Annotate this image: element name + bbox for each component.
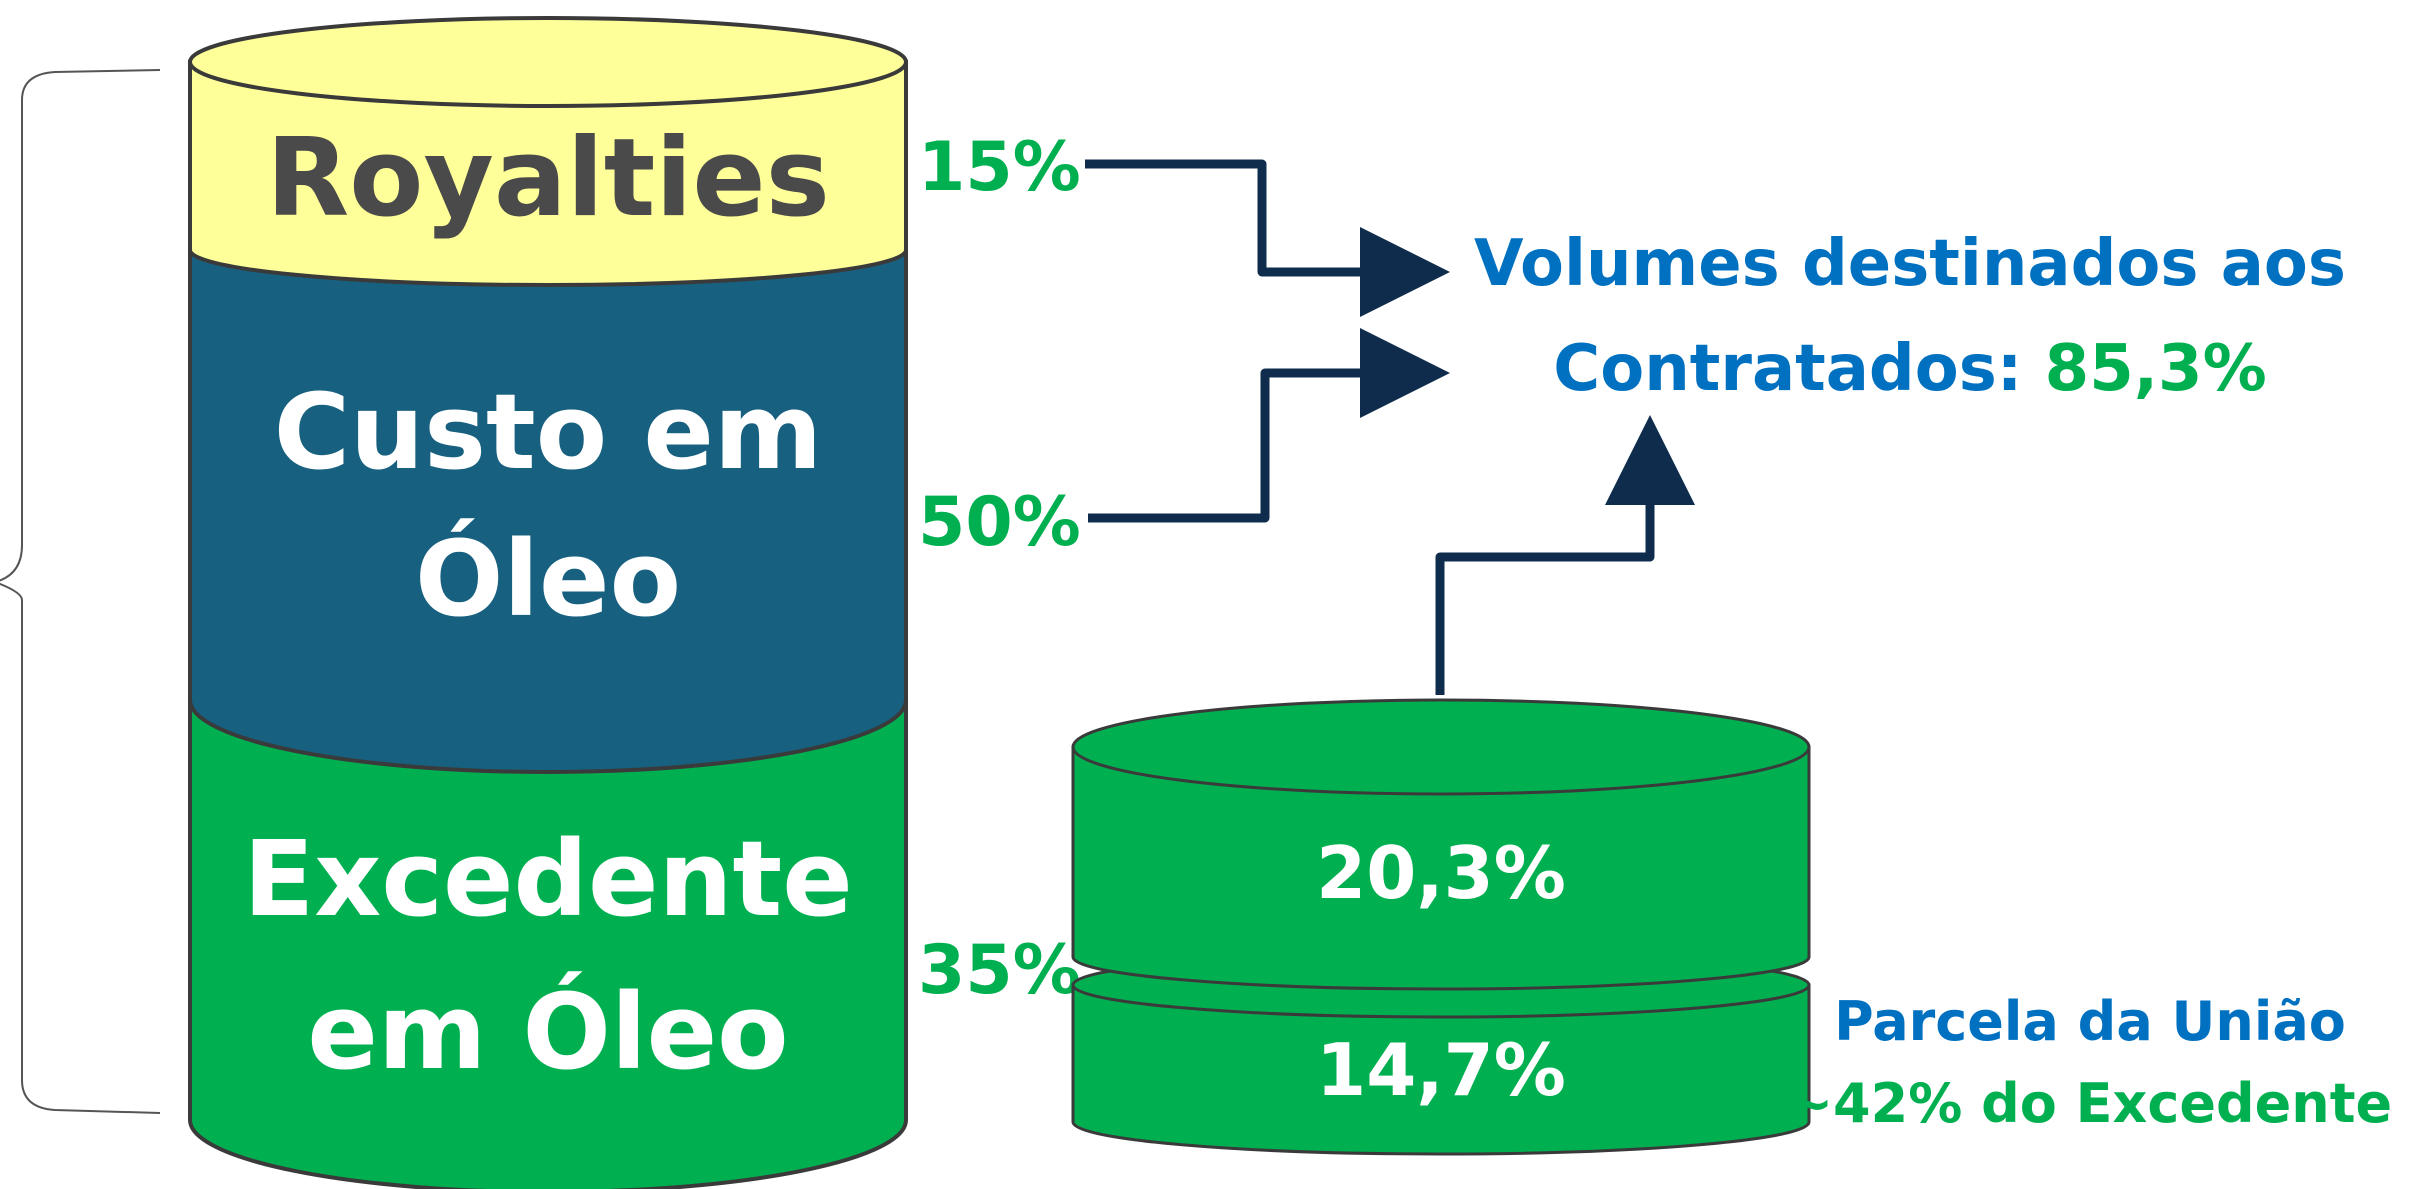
excedente-percent: 35% (918, 931, 1081, 1010)
uniao-line2: ~42% do Excedente (1788, 1072, 2392, 1135)
contratados-line2-prefix: Contratados: (1553, 332, 2044, 406)
custo-percent: 50% (918, 483, 1081, 562)
contratado-excedente-segment (1071, 698, 1811, 991)
contratados-line2: Contratados: 85,3% (1553, 332, 2266, 406)
custo-label-line2: Óleo (415, 518, 681, 640)
royalties-label: Royalties (266, 116, 830, 241)
custo-segment (188, 248, 908, 774)
royalties-segment (188, 16, 908, 287)
upper-brace (0, 69, 161, 601)
contratados-line1: Volumes destinados aos (1474, 227, 2346, 301)
lower-small-value: 14,7% (1316, 1028, 1566, 1112)
excedente-label-line2: em Óleo (307, 971, 788, 1093)
custo-label-line1: Custo em (274, 371, 823, 493)
excedente-up-arrow (1435, 415, 1695, 695)
upper-small-value: 20,3% (1316, 831, 1566, 915)
lower-brace (21, 600, 161, 1114)
excedente-segment (188, 698, 908, 1189)
custo-arrow (1088, 328, 1450, 523)
royalties-percent: 15% (918, 128, 1081, 207)
royalties-arrow (1085, 159, 1450, 317)
uniao-line1: Parcela da União (1834, 990, 2346, 1053)
contratados-line2-value: 85,3% (2045, 332, 2267, 406)
excedente-label-line1: Excedente (243, 818, 853, 940)
